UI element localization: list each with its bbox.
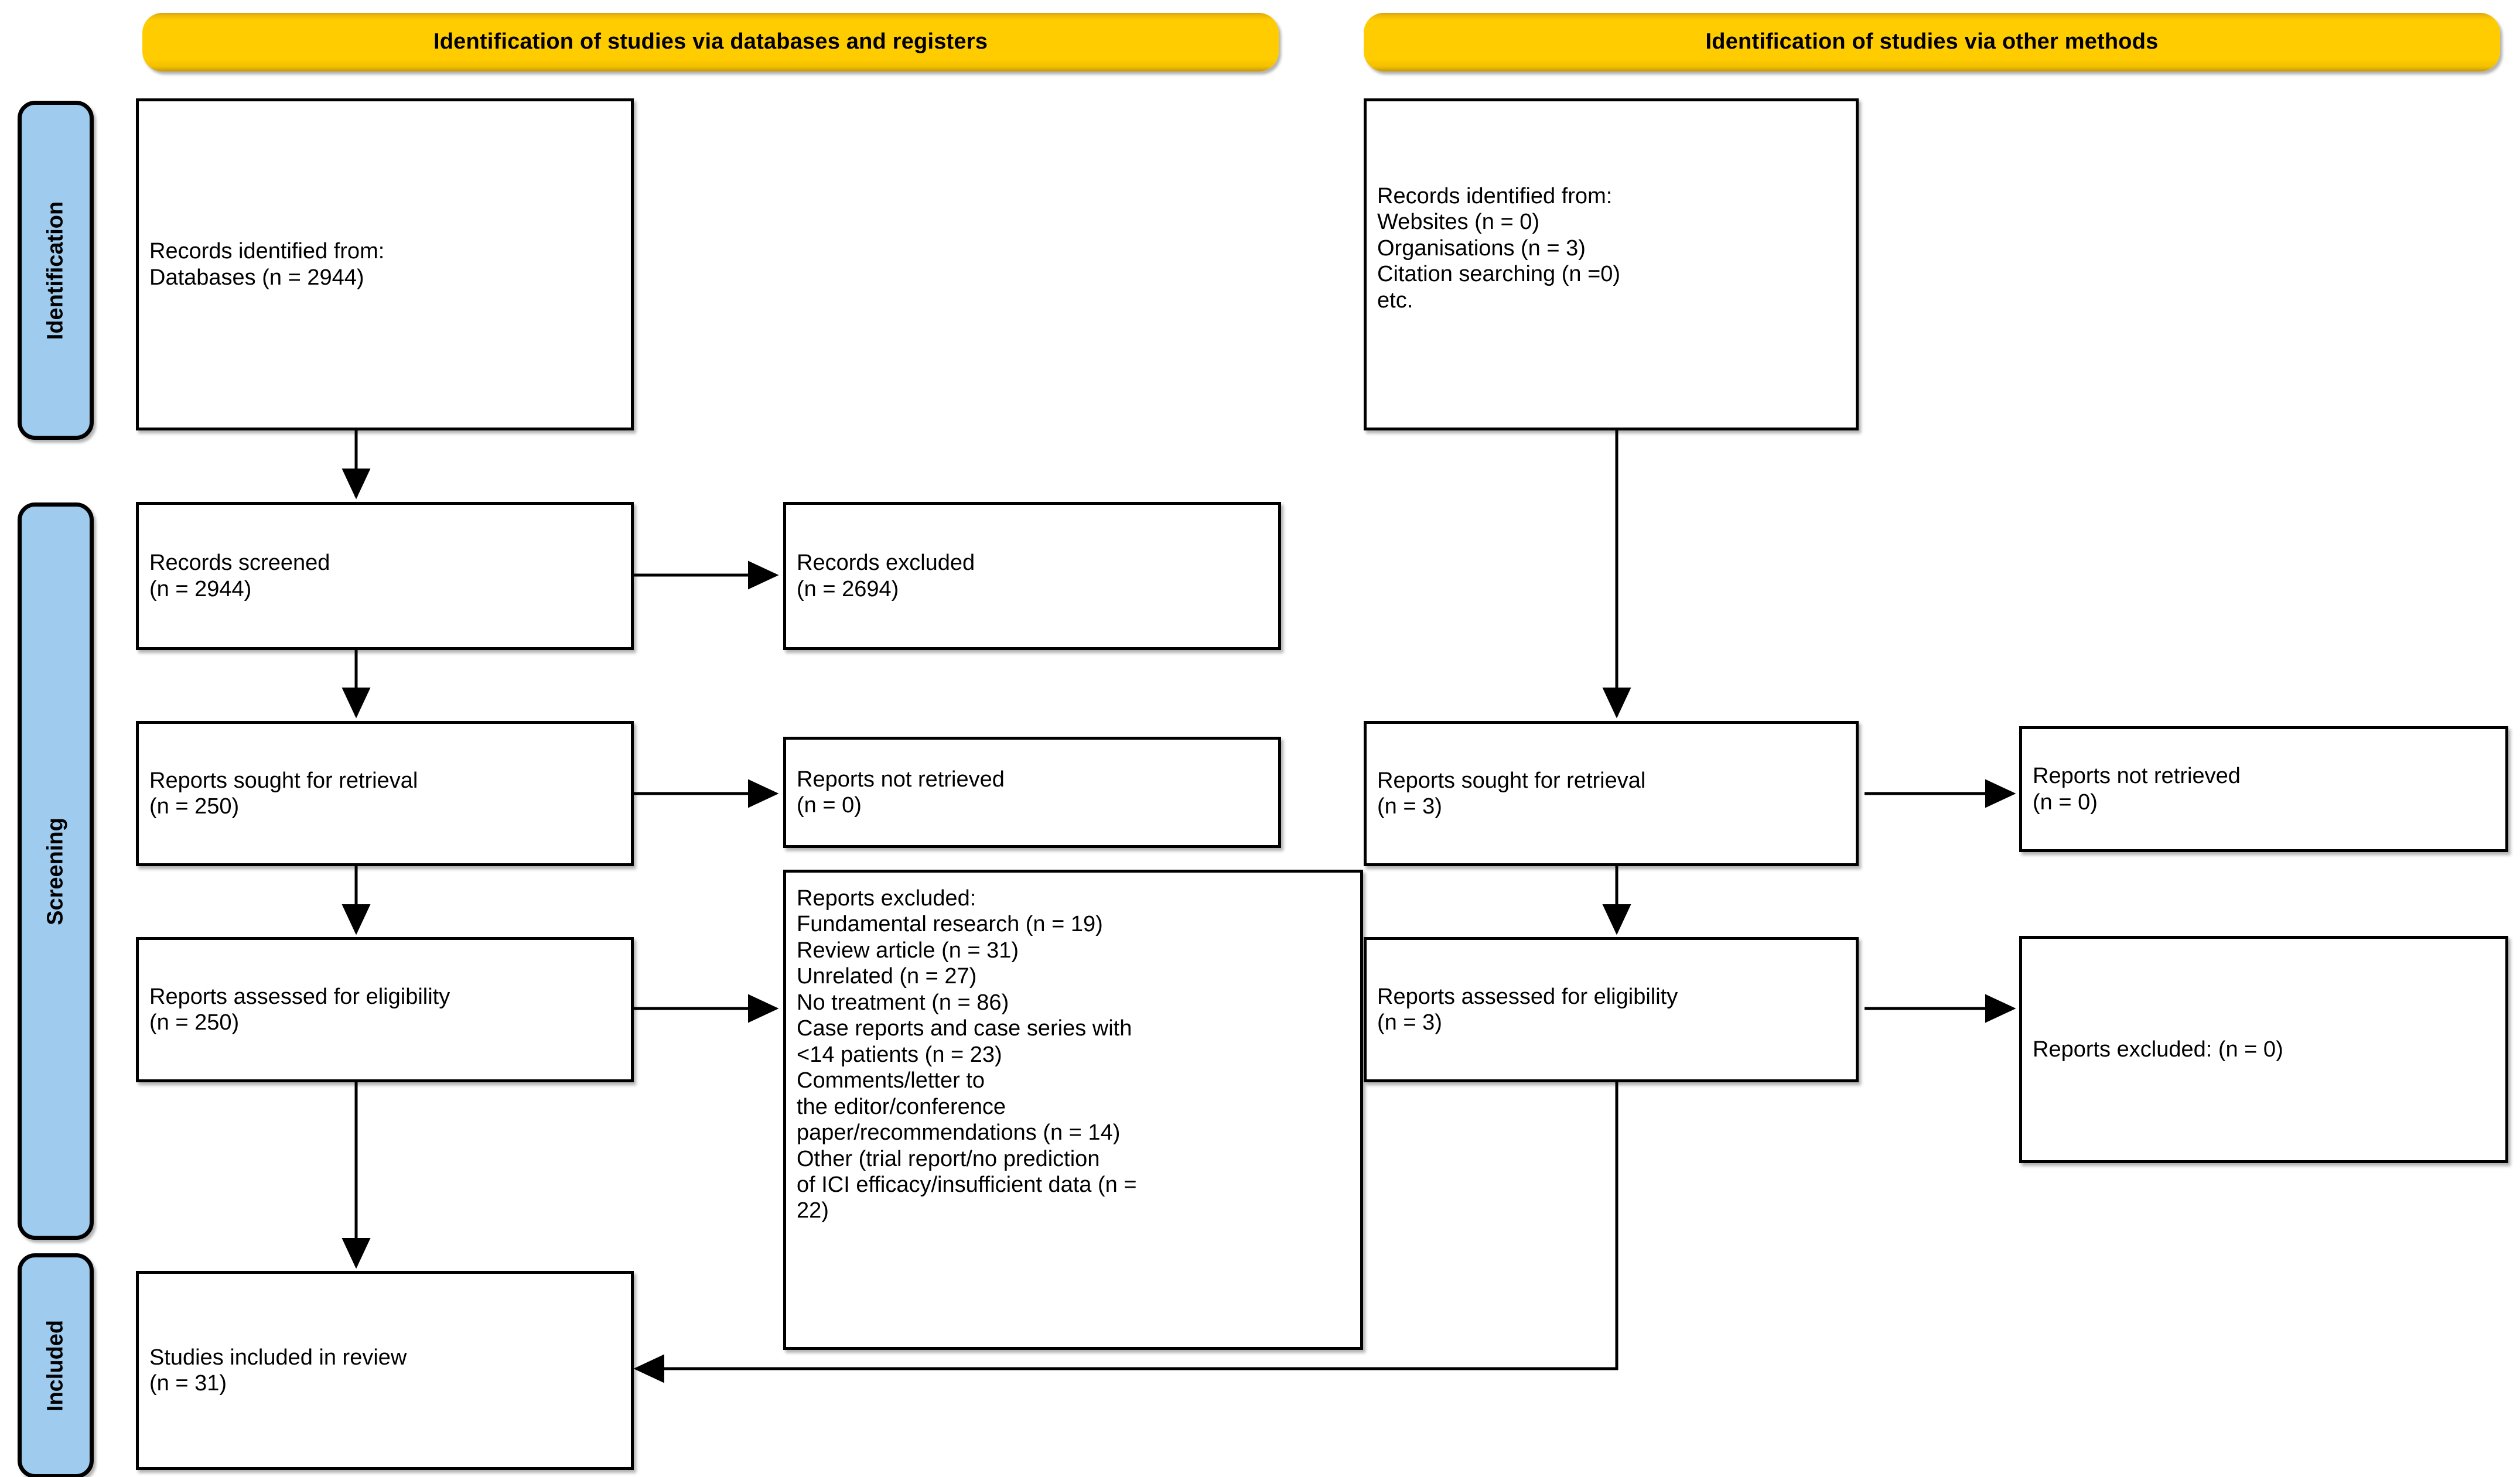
stage-pill-identification: Identification	[18, 101, 94, 440]
box-reports-not-retrieved-databases-text: Reports not retrieved (n = 0)	[797, 767, 1005, 818]
stage-pill-included: Included	[18, 1253, 94, 1477]
stage-label-identification: Identification	[43, 201, 68, 340]
box-records-identified-databases-text: Records identified from: Databases (n = …	[149, 239, 385, 290]
box-records-identified-databases: Records identified from: Databases (n = …	[136, 98, 634, 430]
box-reports-sought-databases: Reports sought for retrieval (n = 250)	[136, 721, 634, 866]
box-records-identified-other: Records identified from: Websites (n = 0…	[1364, 98, 1859, 430]
box-reports-excluded-other-text: Reports excluded: (n = 0)	[2033, 1037, 2283, 1062]
box-reports-sought-other-text: Reports sought for retrieval (n = 3)	[1377, 768, 1646, 819]
box-studies-included: Studies included in review (n = 31)	[136, 1271, 634, 1470]
box-reports-eligibility-other: Reports assessed for eligibility (n = 3)	[1364, 937, 1859, 1082]
box-records-excluded: Records excluded (n = 2694)	[783, 502, 1281, 650]
box-reports-eligibility-databases: Reports assessed for eligibility (n = 25…	[136, 937, 634, 1082]
header-other-methods: Identification of studies via other meth…	[1364, 13, 2500, 71]
header-other-methods-label: Identification of studies via other meth…	[1705, 29, 2159, 54]
box-records-excluded-text: Records excluded (n = 2694)	[797, 551, 975, 601]
box-reports-eligibility-databases-text: Reports assessed for eligibility (n = 25…	[149, 984, 450, 1035]
box-records-identified-other-text: Records identified from: Websites (n = 0…	[1377, 184, 1621, 313]
box-records-screened: Records screened (n = 2944)	[136, 502, 634, 650]
box-reports-not-retrieved-other-text: Reports not retrieved (n = 0)	[2033, 764, 2241, 815]
box-reports-eligibility-other-text: Reports assessed for eligibility (n = 3)	[1377, 984, 1678, 1035]
stage-label-included: Included	[43, 1319, 68, 1412]
box-studies-included-text: Studies included in review (n = 31)	[149, 1345, 407, 1396]
box-reports-sought-databases-text: Reports sought for retrieval (n = 250)	[149, 768, 418, 819]
stage-pill-screening: Screening	[18, 502, 94, 1240]
header-databases-registers: Identification of studies via databases …	[142, 13, 1279, 71]
box-reports-sought-other: Reports sought for retrieval (n = 3)	[1364, 721, 1859, 866]
box-reports-excluded-detail-text: Reports excluded: Fundamental research (…	[797, 886, 1137, 1223]
stage-label-screening: Screening	[43, 817, 68, 925]
box-reports-not-retrieved-databases: Reports not retrieved (n = 0)	[783, 737, 1281, 848]
header-databases-registers-label: Identification of studies via databases …	[433, 29, 988, 54]
box-records-screened-text: Records screened (n = 2944)	[149, 551, 330, 601]
box-reports-excluded-other: Reports excluded: (n = 0)	[2019, 936, 2508, 1163]
box-reports-not-retrieved-other: Reports not retrieved (n = 0)	[2019, 726, 2508, 852]
box-reports-excluded-detail: Reports excluded: Fundamental research (…	[783, 870, 1363, 1350]
